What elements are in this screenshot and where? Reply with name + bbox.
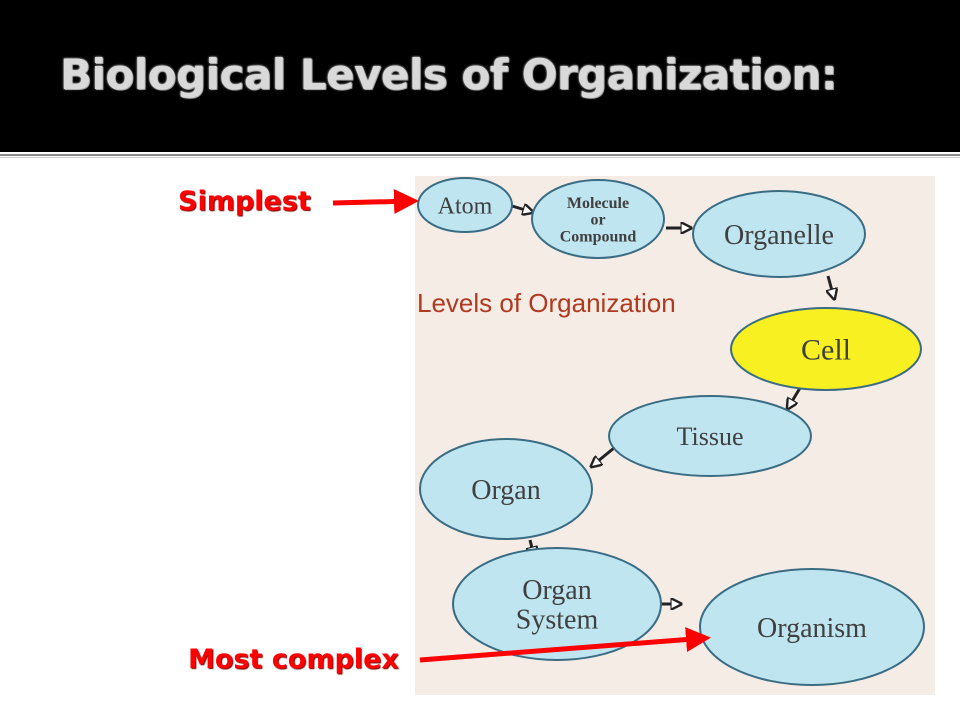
- diagram-node-label: Cell: [801, 334, 851, 367]
- diagram-node: Tissue: [608, 395, 812, 477]
- title-bar: Biological Levels of Organization:: [0, 0, 960, 152]
- most-complex-arrow: [419, 627, 711, 663]
- diagram-node-shape: [699, 568, 925, 686]
- title-divider: [0, 154, 960, 156]
- diagram-node-shape: [730, 307, 922, 391]
- flow-arrow: [511, 206, 532, 212]
- diagram-node-label: Compound: [560, 228, 637, 245]
- title-divider-thin: [0, 157, 960, 158]
- diagram-node-shape: [452, 547, 662, 661]
- diagram-node: Cell: [730, 307, 922, 391]
- flow-arrow: [592, 446, 615, 466]
- diagram-node-label: System: [516, 605, 599, 636]
- slide-title: Biological Levels of Organization:: [60, 50, 838, 99]
- diagram-node: Organelle: [692, 190, 866, 278]
- diagram-node-shape: [531, 179, 665, 259]
- diagram-node: Organ: [419, 438, 593, 540]
- diagram-heading: Levels of Organization: [417, 288, 676, 318]
- diagram-node-shape: [608, 395, 812, 477]
- diagram-node-shape: [692, 190, 866, 278]
- diagram-node-label: Organism: [757, 613, 867, 644]
- simplest-arrow: [332, 188, 419, 214]
- most-complex-label: Most complex: [188, 644, 399, 675]
- diagram-node-label: Organelle: [724, 220, 834, 251]
- diagram-node: Atom: [417, 177, 513, 233]
- diagram-node-label: Molecule: [567, 195, 629, 212]
- diagram-node: Organism: [699, 568, 925, 686]
- diagram-node-shape: [419, 438, 593, 540]
- diagram-node-label: or: [590, 212, 605, 229]
- flow-arrow: [788, 387, 802, 408]
- diagram-node-label: Tissue: [677, 422, 744, 451]
- diagram-node-label: Organ: [471, 475, 540, 506]
- diagram-node-label: Organ: [522, 575, 591, 606]
- flow-arrow: [828, 275, 834, 298]
- diagram-node-label: Atom: [438, 193, 493, 219]
- simplest-label: Simplest: [178, 186, 311, 217]
